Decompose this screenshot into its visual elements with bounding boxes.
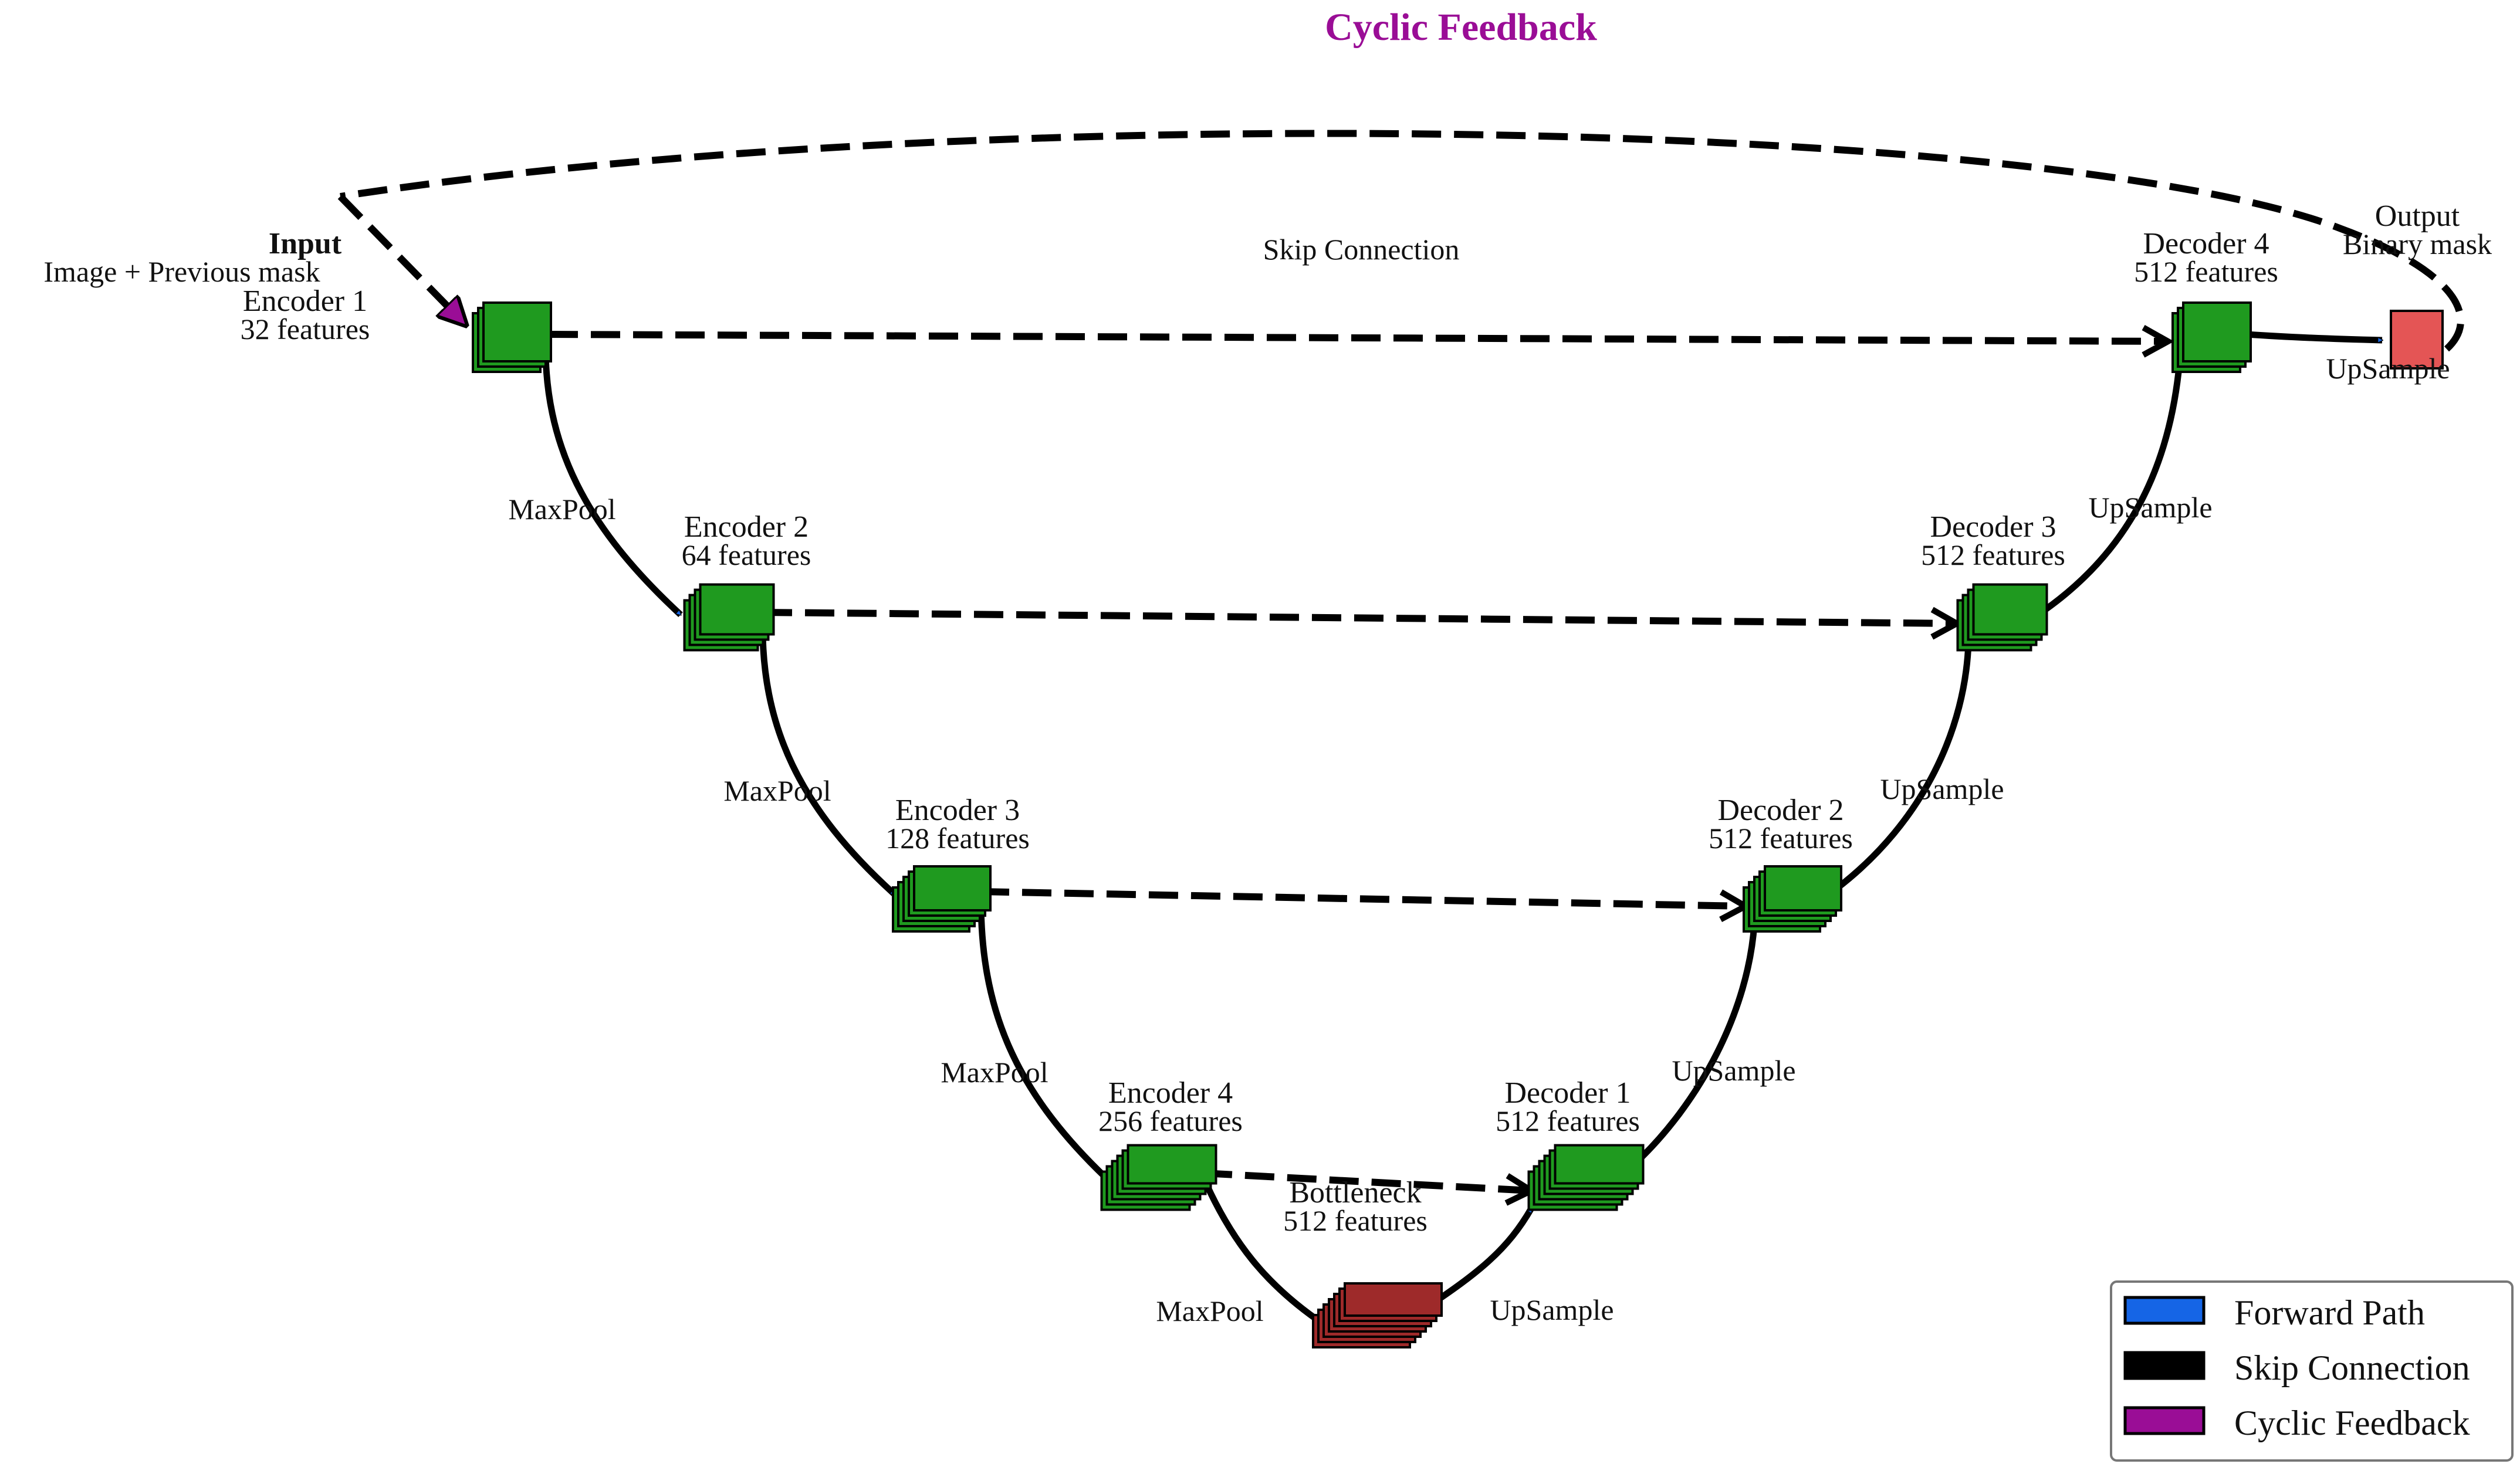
output-title: Output <box>2375 199 2460 233</box>
encoder-3-block <box>892 865 992 933</box>
input-subtitle: Image + Previous mask <box>43 255 320 288</box>
encoder-1-subtitle: 32 features <box>241 313 370 345</box>
decoder-2-title: Decoder 2 <box>1717 794 1844 827</box>
encoder-2-block <box>683 583 775 652</box>
legend-label-forward-path: Forward Path <box>2234 1293 2425 1332</box>
encoder-2-block-layer <box>699 583 775 636</box>
upsample-label-3: UpSample <box>2088 491 2212 524</box>
decoder-1-title: Decoder 1 <box>1504 1076 1631 1110</box>
skip-connection-3 <box>979 888 1746 906</box>
encoder-2-subtitle: 64 features <box>682 538 811 571</box>
output-subtitle: Binary mask <box>2343 228 2492 260</box>
encoder-4-title: Encoder 4 <box>1108 1076 1233 1110</box>
decoder-2-block-layer <box>1764 865 1842 911</box>
bottleneck-title: Bottleneck <box>1289 1176 1421 1209</box>
bottleneck-subtitle: 512 features <box>1283 1204 1428 1237</box>
decoder-4-title: Decoder 4 <box>2143 227 2269 260</box>
maxpool-label-4: MaxPool <box>1156 1295 1263 1327</box>
encoder-1-title: Encoder 1 <box>243 284 367 318</box>
encoder-2-title: Encoder 2 <box>684 510 809 544</box>
skip-connection-4 <box>1202 1170 1531 1191</box>
upsample-arrow-1 <box>1629 924 1758 1170</box>
decoder-1-block <box>1527 1144 1645 1211</box>
upsample-label-output: UpSample <box>2326 352 2450 385</box>
upsample-label-1: UpSample <box>1672 1054 1795 1087</box>
decoder-3-title: Decoder 3 <box>1930 510 2056 544</box>
legend-label-skip-connection: Skip Connection <box>2234 1348 2470 1387</box>
forward-path-encoder <box>542 335 1320 1323</box>
encoder-3-title: Encoder 3 <box>895 794 1020 827</box>
decoder-3-block <box>1956 583 2048 652</box>
upsample-arrow-3 <box>2042 361 2183 613</box>
decoder-4-subtitle: 512 features <box>2134 255 2278 288</box>
decoder-3-block-layer <box>1972 583 2048 636</box>
maxpool-label-1: MaxPool <box>508 493 615 526</box>
maxpool-arrow-1 <box>542 335 683 618</box>
skip-connections <box>548 334 2168 1191</box>
legend-swatch-skip-connection <box>2123 1351 2206 1380</box>
legend-label-cyclic-feedback: Cyclic Feedback <box>2234 1404 2470 1442</box>
skip-connection-label: Skip Connection <box>1263 233 1460 266</box>
encoder-1-block <box>472 301 552 373</box>
decoder-1-block-layer <box>1554 1144 1645 1185</box>
skip-connection-1 <box>548 334 2168 341</box>
decoder-2-subtitle: 512 features <box>1709 822 1853 855</box>
bottleneck-block-layer <box>1344 1282 1443 1317</box>
upsample-arrow-2 <box>1834 642 1972 892</box>
encoder-1-block-layer <box>482 301 552 362</box>
maxpool-arrow-4 <box>1199 1174 1320 1323</box>
labels: Input Image + Previous mask Encoder 1 32… <box>43 199 2492 1327</box>
legend-box <box>2110 1280 2514 1462</box>
cyclic-feedback-arc <box>340 130 2464 352</box>
maxpool-label-3: MaxPool <box>941 1056 1048 1089</box>
upsample-arrow-output <box>2247 331 2382 344</box>
output-block <box>2390 310 2444 370</box>
encoder-4-block-layer <box>1127 1144 1217 1185</box>
maxpool-arrow-2 <box>759 614 897 897</box>
input-title: Input <box>269 227 342 260</box>
encoder-4-subtitle: 256 features <box>1098 1104 1243 1137</box>
decoder-4-block <box>2171 301 2252 373</box>
maxpool-label-2: MaxPool <box>723 774 831 807</box>
encoder-4-block <box>1100 1144 1217 1211</box>
cyclic-feedback-into-encoder-1 <box>337 194 464 323</box>
forward-path-decoder <box>1423 331 2382 1311</box>
bottleneck-block <box>1312 1282 1443 1348</box>
decoder-2-block <box>1743 865 1842 933</box>
legend-swatch-forward-path <box>2123 1296 2206 1325</box>
upsample-label-2: UpSample <box>1880 772 2004 805</box>
decoder-3-subtitle: 512 features <box>1921 538 2065 571</box>
legend-swatch-cyclic-feedback <box>2123 1406 2206 1435</box>
upsample-label-bottleneck: UpSample <box>1490 1293 1614 1326</box>
encoder-3-subtitle: 128 features <box>885 822 1030 855</box>
encoder-3-block-layer <box>913 865 992 911</box>
decoder-4-block-layer <box>2182 301 2252 362</box>
decoder-1-subtitle: 512 features <box>1496 1104 1640 1137</box>
upsample-arrow-bottleneck <box>1423 1207 1534 1311</box>
diagram-title: Cyclic Feedback <box>1325 6 1597 49</box>
legend: Forward Path Skip Connection Cyclic Feed… <box>2110 1280 2514 1462</box>
maxpool-arrow-3 <box>977 894 1108 1180</box>
skip-connection-2 <box>762 612 1957 624</box>
blocks <box>472 301 2444 1348</box>
